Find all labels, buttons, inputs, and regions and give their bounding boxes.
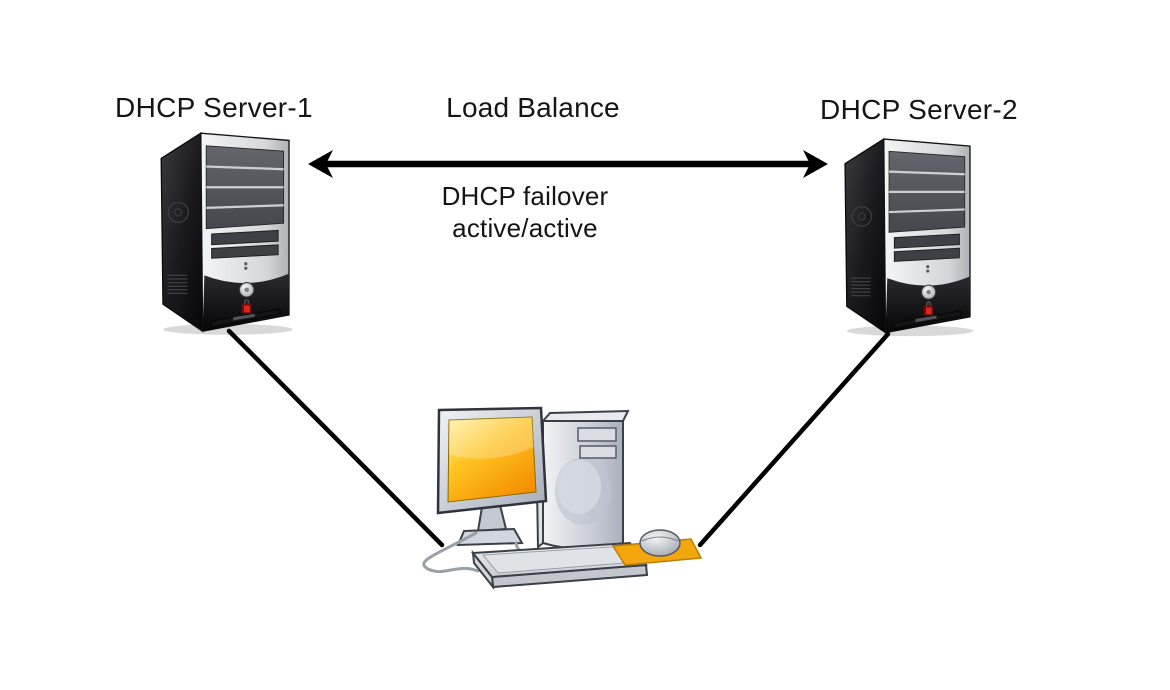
load-balance-arrow	[308, 150, 828, 178]
failover-label-line1: DHCP failover	[441, 181, 609, 211]
server1-client-line	[226, 328, 445, 548]
load-balance-label: Load Balance	[446, 92, 620, 123]
failover-label-line2: active/active	[452, 213, 598, 243]
server-tower-icon	[160, 132, 294, 336]
server-tower-icon	[843, 137, 975, 338]
arrowhead-right-icon	[803, 150, 828, 178]
server2-client-line	[697, 331, 891, 548]
server2-label: DHCP Server-2	[820, 94, 1018, 125]
arrowhead-left-icon	[308, 150, 333, 178]
desktop-computer-icon	[422, 406, 703, 589]
server1-label: DHCP Server-1	[115, 92, 313, 123]
